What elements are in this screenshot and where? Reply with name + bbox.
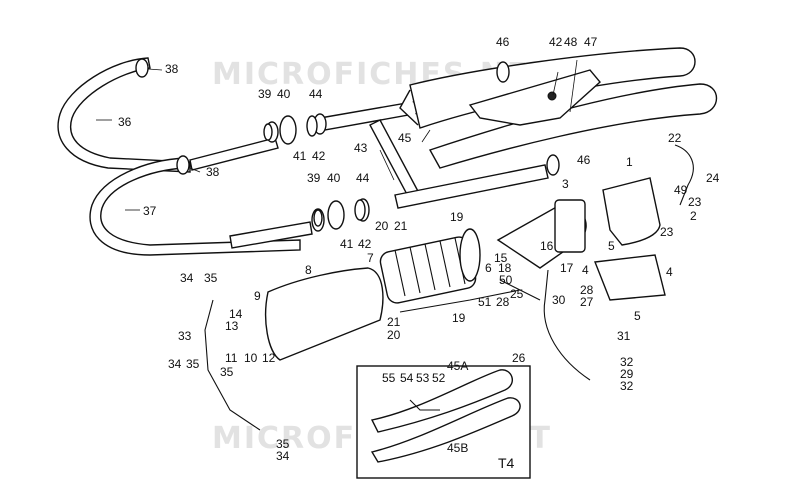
crossover-pipe [369,119,549,209]
callout-4b: 4 [666,265,673,279]
callout-23: 23 [688,195,702,209]
inset-callout-54: 54 [400,371,414,385]
callout-30: 30 [552,293,566,307]
callout-46b: 46 [577,153,591,167]
callout-2: 2 [690,209,697,223]
callout-23b: 23 [660,225,674,239]
callout-42c: 42 [358,237,372,251]
callout-27: 27 [580,295,594,309]
callout-3: 3 [562,177,569,191]
callout-40b: 40 [327,171,341,185]
inset-callout-45B: 45B [447,441,468,455]
clamp-rings [135,58,560,230]
callout-4: 4 [582,263,589,277]
airbox-housing [265,267,384,361]
callout-28b: 28 [496,295,510,309]
callout-35c: 35 [186,357,200,371]
intake-body [496,199,587,269]
callout-38b: 38 [206,165,220,179]
callout-33: 33 [178,329,192,343]
callout-42: 42 [312,149,326,163]
callout-41: 41 [293,149,307,163]
callout-14: 14 [229,307,243,321]
inset-callout-55: 55 [382,371,396,385]
callout-50: 50 [499,273,513,287]
callout-24: 24 [706,171,720,185]
callout-26: 26 [512,351,526,365]
callout-19b: 19 [452,311,466,325]
callout-42b: 42 [549,35,563,49]
callout-7: 7 [367,251,374,265]
callout-44b: 44 [356,171,370,185]
callout-22: 22 [668,131,682,145]
callout-36: 36 [118,115,132,129]
callout-39: 39 [258,87,272,101]
callout-29: 29 [620,367,634,381]
callout-35b: 35 [220,365,234,379]
callout-31: 31 [617,329,631,343]
callout-32: 32 [620,355,634,369]
callout-5: 5 [608,239,615,253]
callout-34: 34 [180,271,194,285]
air-filter-element [379,228,481,304]
callout-21: 21 [394,219,408,233]
callout-11: 11 [225,351,238,365]
callout-46: 46 [496,35,510,49]
inset-t4: 55 54 53 52 45A 45B T4 [356,359,531,479]
callout-17: 17 [560,261,574,275]
callout-39b: 39 [307,171,321,185]
callout-40: 40 [277,87,291,101]
cover-box [602,177,661,246]
callout-19: 19 [450,210,464,224]
cables [204,144,694,431]
callout-20b: 20 [387,328,401,342]
callout-8: 8 [305,263,312,277]
callout-35d: 35 [276,437,290,451]
callout-34c: 34 [276,449,290,463]
callout-5b: 5 [634,309,641,323]
callout-38: 38 [165,62,179,76]
callout-21b: 21 [387,315,401,329]
callout-20: 20 [375,219,389,233]
callout-41b: 41 [340,237,354,251]
callout-labels: 38 36 39 40 44 41 42 38 37 43 45 46 42 4… [118,35,720,463]
callout-37: 37 [143,204,157,218]
callout-32b: 32 [620,379,634,393]
callout-47: 47 [584,35,598,49]
callout-9: 9 [254,289,261,303]
callout-51: 51 [478,295,492,309]
callout-35: 35 [204,271,218,285]
callout-25: 25 [510,287,524,301]
callout-48: 48 [564,35,578,49]
callout-16: 16 [540,239,554,253]
callout-44: 44 [309,87,323,101]
inset-callout-52: 52 [432,371,446,385]
inset-callout-45A: 45A [447,359,468,373]
callout-13: 13 [225,319,239,333]
leader-lines [96,59,578,211]
plate-bracket [594,254,666,301]
muffler-bracket [468,69,601,126]
callout-12: 12 [262,351,276,365]
callout-43: 43 [354,141,368,155]
exhaust-pipe-lower [89,157,301,256]
callout-18: 18 [498,261,512,275]
callout-34b: 34 [168,357,182,371]
callout-28: 28 [580,283,594,297]
callout-1: 1 [626,155,633,169]
callout-49: 49 [674,183,688,197]
inset-title: T4 [498,455,515,471]
callout-45: 45 [398,131,412,145]
callout-15: 15 [494,251,508,265]
callout-10: 10 [244,351,258,365]
callout-6: 6 [485,261,492,275]
inset-callout-53: 53 [416,371,430,385]
